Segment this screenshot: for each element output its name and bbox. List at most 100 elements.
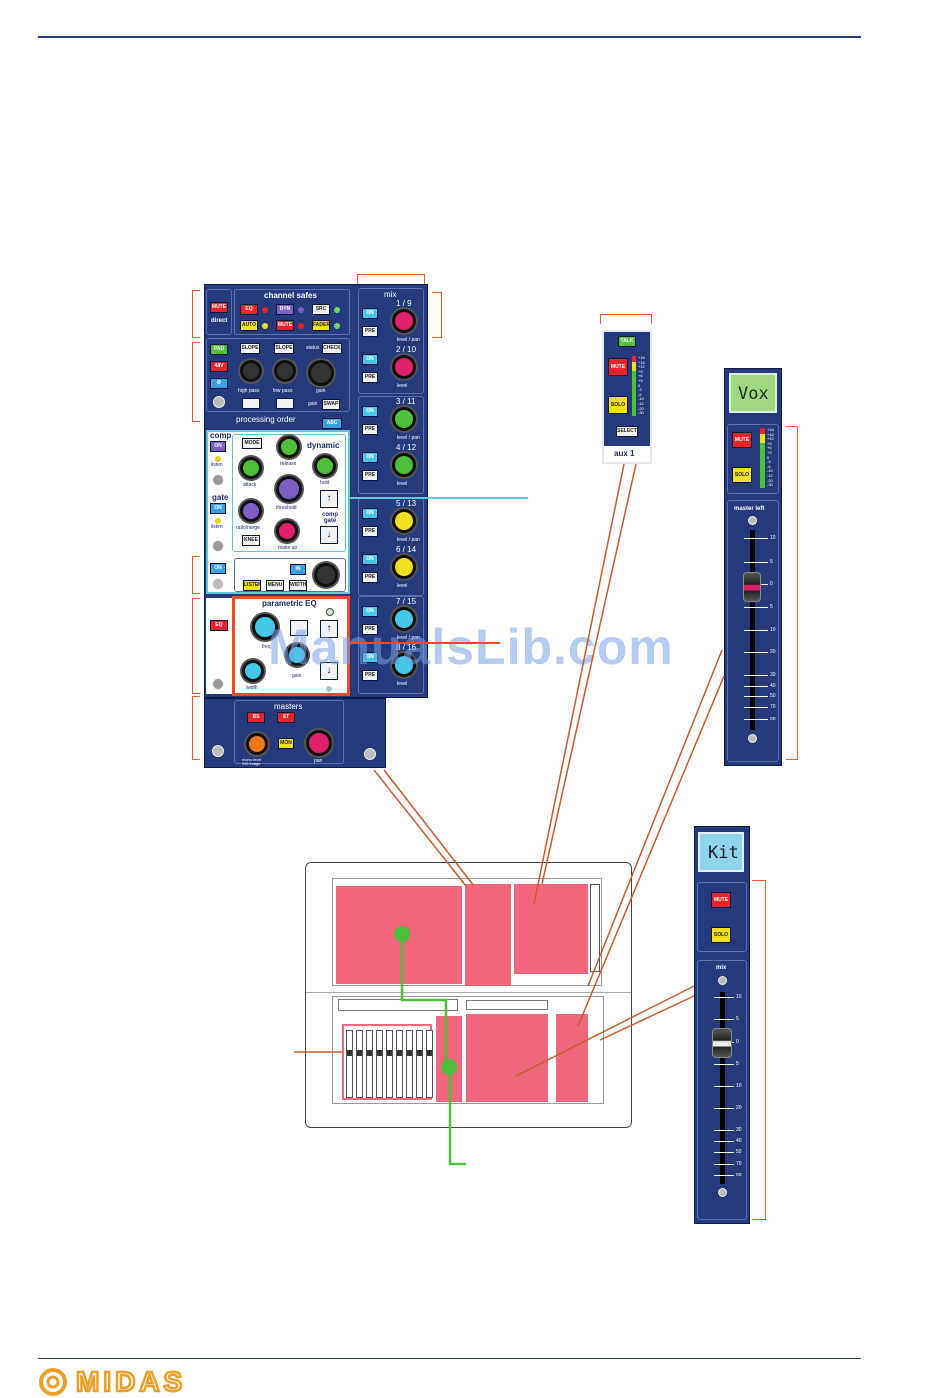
eq-up-button[interactable]: ↑ xyxy=(320,620,338,638)
mix-level-knob[interactable] xyxy=(392,407,416,431)
eq-width-knob[interactable] xyxy=(242,660,264,682)
comp-down-button[interactable]: ↓ xyxy=(320,526,338,544)
phantom-button[interactable]: 48V xyxy=(210,361,228,372)
mix-fader-solo-button[interactable]: SOLO xyxy=(711,927,731,943)
mono-level-knob[interactable] xyxy=(246,733,268,755)
mix-fader-bottom-button[interactable] xyxy=(718,1188,727,1197)
gate-on-button[interactable]: ON xyxy=(210,503,226,514)
high-pass-curve-button[interactable] xyxy=(242,398,260,409)
aux-talk-button[interactable]: TALK xyxy=(618,336,636,347)
eq-band-button[interactable] xyxy=(290,620,308,636)
aux-solo-button[interactable]: SOLO xyxy=(608,396,628,414)
mon-button[interactable]: MON xyxy=(278,738,294,749)
safe-fader-button[interactable]: FADER xyxy=(312,320,330,331)
check-button[interactable]: CHECK xyxy=(322,343,342,354)
side-chain-on-button[interactable]: ON xyxy=(210,563,226,574)
master-left-solo-button[interactable]: SOLO xyxy=(732,467,752,483)
pan-knob[interactable] xyxy=(306,730,332,756)
gate-listen-led xyxy=(215,518,221,524)
mix-level-knob[interactable] xyxy=(392,355,416,379)
mix-pre-button[interactable]: PRE xyxy=(362,670,378,681)
mix-pre-button[interactable]: PRE xyxy=(362,372,378,383)
mix-level-knob[interactable] xyxy=(392,653,416,677)
master-left-mute-button[interactable]: MUTE xyxy=(732,432,752,448)
slope-button-1[interactable]: SLOPE xyxy=(240,343,260,354)
mix-pre-button[interactable]: PRE xyxy=(362,470,378,481)
mix-on-button[interactable]: ON xyxy=(362,606,378,617)
mode-button[interactable]: MODE xyxy=(242,438,262,449)
low-pass-knob[interactable] xyxy=(274,360,296,382)
console-mid-controls xyxy=(338,999,458,1011)
eq-select-button[interactable] xyxy=(212,678,224,690)
mix-pre-button[interactable]: PRE xyxy=(362,572,378,583)
mix-pre-button[interactable]: PRE xyxy=(362,526,378,537)
safe-eq-button[interactable]: EQ xyxy=(240,304,258,315)
bs-button[interactable]: BS xyxy=(247,712,265,723)
attack-knob[interactable] xyxy=(240,457,262,479)
eq-down-button[interactable]: ↓ xyxy=(320,662,338,680)
mix-level-knob[interactable] xyxy=(392,509,416,533)
direct-mute-button[interactable]: MUTE xyxy=(210,302,228,313)
mix-on-button[interactable]: ON xyxy=(362,406,378,417)
mix-level-knob[interactable] xyxy=(392,453,416,477)
mix-on-button[interactable]: ON xyxy=(362,354,378,365)
side-chain-menu-button[interactable]: MENU xyxy=(266,580,284,591)
input-select-button[interactable] xyxy=(213,396,225,408)
mix-on-button[interactable]: ON xyxy=(362,652,378,663)
mix-level-knob[interactable] xyxy=(392,607,416,631)
master-left-fader-cap[interactable] xyxy=(743,572,761,602)
st-button[interactable]: ST xyxy=(277,712,295,723)
aux-mute-button[interactable]: MUTE xyxy=(608,358,628,376)
mix-fader-mute-button[interactable]: MUTE xyxy=(711,892,731,908)
phase-button[interactable]: Ø xyxy=(210,378,228,389)
slope-button-2[interactable]: SLOPE xyxy=(274,343,294,354)
high-pass-knob[interactable] xyxy=(240,360,262,382)
side-chain-width-button[interactable]: WIDTH xyxy=(289,580,307,591)
aux-select-button[interactable]: SELECT xyxy=(616,426,638,437)
mix-select-button[interactable] xyxy=(364,748,376,760)
safe-dyn-button[interactable]: DYN xyxy=(276,304,294,315)
ratio-range-knob[interactable] xyxy=(240,500,262,522)
eq-freq-label: freq xyxy=(262,644,271,650)
mix-fader-cap[interactable] xyxy=(712,1028,732,1058)
processing-order-button[interactable]: ABC xyxy=(322,418,342,429)
comp-on-button[interactable]: ON xyxy=(210,441,226,452)
mix-pre-button[interactable]: PRE xyxy=(362,326,378,337)
hold-knob[interactable] xyxy=(314,455,336,477)
comp-up-button[interactable]: ↑ xyxy=(320,490,338,508)
side-chain-knob[interactable] xyxy=(314,563,338,587)
mix-pre-button[interactable]: PRE xyxy=(362,624,378,635)
eq-gain-knob[interactable] xyxy=(286,644,308,666)
pad-button[interactable]: PAD xyxy=(210,344,228,355)
safe-mute-button[interactable]: MUTE xyxy=(276,320,294,331)
mix-on-button[interactable]: ON xyxy=(362,452,378,463)
mix-on-button[interactable]: ON xyxy=(362,554,378,565)
safe-auto-button[interactable]: AUTO xyxy=(240,320,258,331)
mix-on-button[interactable]: ON xyxy=(362,508,378,519)
masters-select-button[interactable] xyxy=(212,745,224,757)
eq-on-button[interactable]: EQ xyxy=(210,620,228,631)
master-left-top-button[interactable] xyxy=(748,516,757,525)
mix-level-knob[interactable] xyxy=(392,555,416,579)
safe-src-button[interactable]: SRC xyxy=(312,304,330,315)
threshold-knob[interactable] xyxy=(276,476,302,502)
make-up-knob[interactable] xyxy=(276,520,298,542)
gate-select-button[interactable] xyxy=(212,540,224,552)
mix-title: mix xyxy=(384,290,397,299)
low-pass-curve-button[interactable] xyxy=(276,398,294,409)
master-left-bottom-button[interactable] xyxy=(748,734,757,743)
side-chain-in-button[interactable]: IN xyxy=(290,564,306,575)
mix-pre-button[interactable]: PRE xyxy=(362,424,378,435)
swap-button[interactable]: SWAP xyxy=(322,399,340,410)
mix-level-knob[interactable] xyxy=(392,309,416,333)
side-chain-select-button[interactable] xyxy=(212,578,224,590)
side-chain-listen-button[interactable]: LISTEN xyxy=(243,580,261,591)
mix-fader-top-button[interactable] xyxy=(718,976,727,985)
comp-select-button[interactable] xyxy=(212,474,224,486)
eq-freq-knob[interactable] xyxy=(252,614,278,640)
gain-knob[interactable] xyxy=(308,360,334,386)
release-knob[interactable] xyxy=(278,436,300,458)
comp-listen-led xyxy=(215,456,221,462)
mix-on-button[interactable]: ON xyxy=(362,308,378,319)
knee-button[interactable]: KNEE xyxy=(242,535,260,546)
